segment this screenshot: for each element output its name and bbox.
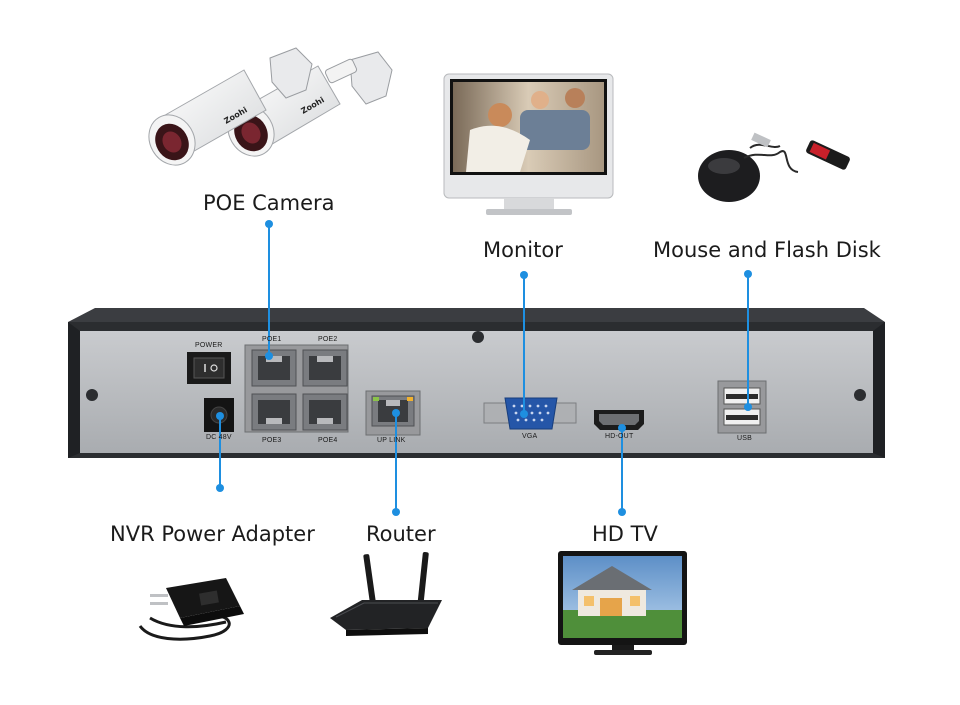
label-monitor: Monitor (483, 238, 563, 262)
panel-label-power: POWER (195, 342, 222, 349)
nvr-rear-panel (68, 308, 885, 458)
panel-label-hdout: HD-OUT (605, 433, 633, 440)
flash-disk-icon (805, 139, 851, 170)
panel-label-poe1: POE1 (262, 336, 281, 343)
panel-label-vga: VGA (522, 433, 537, 440)
label-poe-camera: POE Camera (203, 191, 335, 215)
label-hd-tv: HD TV (592, 522, 658, 546)
panel-label-usb: USB (737, 435, 752, 442)
panel-label-poe2: POE2 (318, 336, 337, 343)
panel-label-poe4: POE4 (318, 437, 337, 444)
mouse-icon (698, 133, 798, 202)
router-icon (330, 552, 442, 636)
monitor-icon (444, 74, 613, 215)
panel-label-uplink: UP LINK (377, 437, 406, 444)
camera-icon (140, 48, 392, 174)
panel-label-dc: DC 48V (206, 434, 232, 441)
panel-label-poe3: POE3 (262, 437, 281, 444)
label-mouse-flash-disk: Mouse and Flash Disk (653, 238, 881, 262)
power-adapter-icon (140, 578, 244, 639)
label-nvr-power-adapter: NVR Power Adapter (110, 522, 315, 546)
tv-icon (558, 551, 687, 655)
label-router: Router (366, 522, 436, 546)
